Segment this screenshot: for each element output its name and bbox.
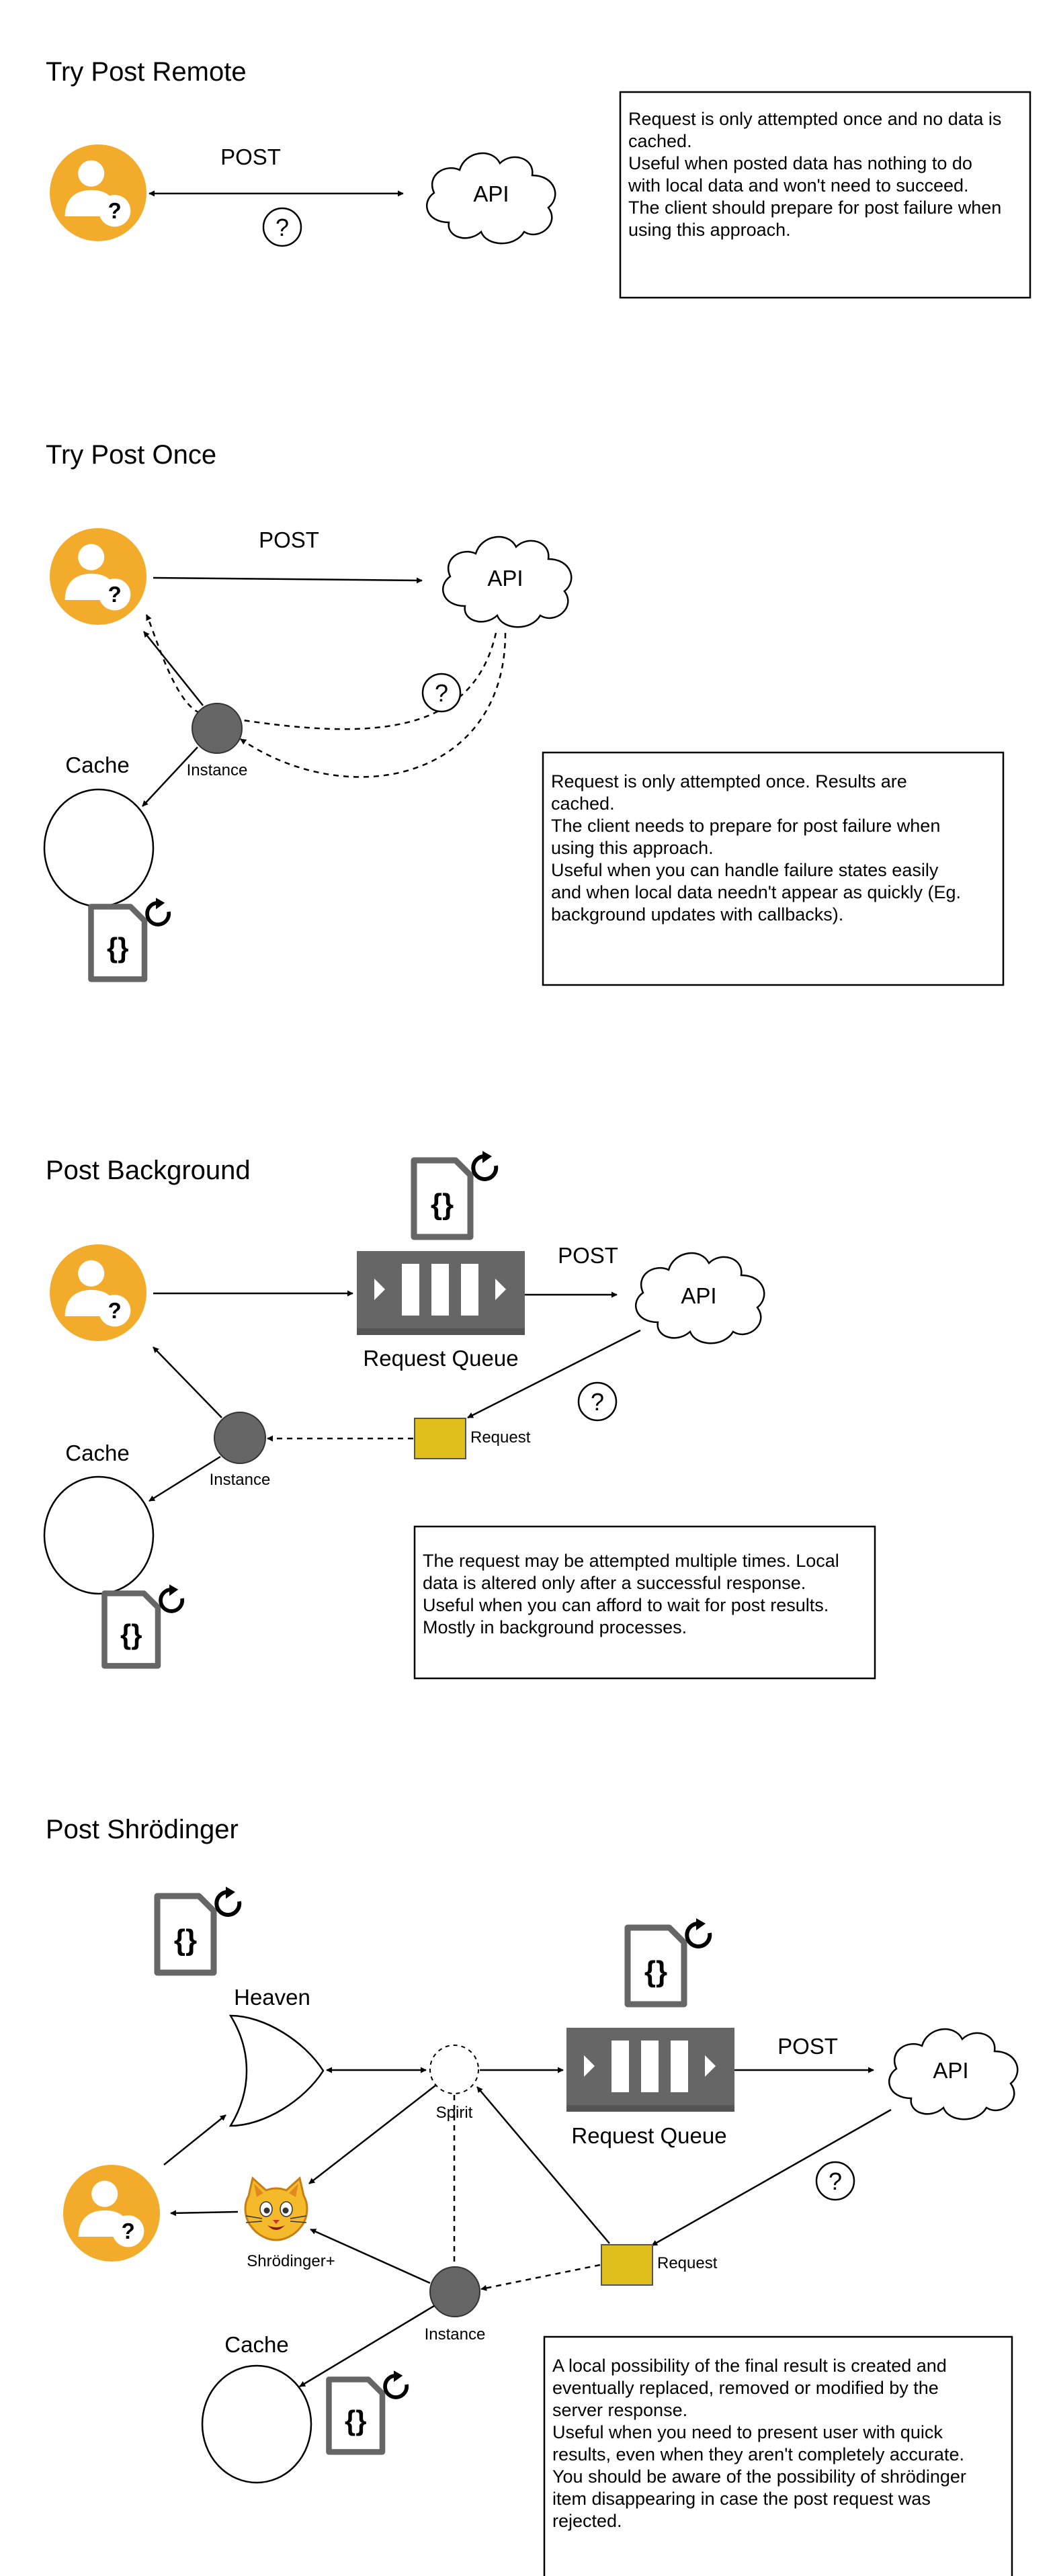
api-to-request-arrow <box>651 2108 892 2247</box>
cache-label: Cache <box>65 753 129 777</box>
cache-label: Cache <box>224 2332 288 2357</box>
api-to-request-arrow <box>467 1329 641 1419</box>
cache-circle <box>43 788 155 908</box>
question-circle <box>815 2161 855 2201</box>
json-document-refresh-icon <box>104 1584 182 1666</box>
instance-node <box>429 2266 480 2317</box>
post-label: POST <box>777 2034 838 2059</box>
queue-label: Request Queue <box>571 2123 726 2148</box>
post-arrow <box>153 576 423 584</box>
question-mark: ? <box>276 214 289 241</box>
instance-node <box>214 1412 266 1464</box>
question-mark: ? <box>591 1388 604 1416</box>
post-label: POST <box>558 1243 618 1268</box>
question-circle <box>262 207 302 247</box>
request-queue-icon <box>357 1251 525 1335</box>
cat-label: Shrödinger+ <box>247 2252 335 2270</box>
instance-to-cache-arrow <box>142 746 198 807</box>
api-label: API <box>487 566 523 591</box>
note-box <box>413 1525 876 1680</box>
request-to-spirit-arrow <box>476 2086 610 2244</box>
question-circle <box>577 1381 618 1422</box>
user-question-icon <box>50 1244 146 1341</box>
question-mark: ? <box>829 2167 842 2195</box>
heaven-label: Heaven <box>234 1985 310 2010</box>
section-post-shrodinger: Post Shrödinger Heaven Spirit Request Qu… <box>46 1815 1019 2576</box>
request-queue-icon <box>566 2028 734 2112</box>
user-question-icon <box>50 144 146 241</box>
api-label: API <box>681 1283 716 1308</box>
post-label: POST <box>220 144 281 169</box>
cat-face-icon <box>244 2177 308 2241</box>
instance-label: Instance <box>187 761 248 779</box>
api-label: API <box>933 2058 968 2083</box>
request-label: Request <box>657 2254 718 2272</box>
request-to-instance-dashed-arrow <box>480 2264 601 2291</box>
api-label: API <box>473 181 509 206</box>
section-try-post-remote: Try Post Remote POST ? API Request is on… <box>46 57 1031 299</box>
cache-response-dashed-arrow <box>240 632 507 778</box>
json-document-refresh-icon <box>91 898 169 979</box>
note-text: The request may be attempted multiple ti… <box>423 1551 844 1637</box>
user-to-heaven-arrow <box>163 2114 226 2165</box>
note-box <box>543 2335 1013 2576</box>
instance-label: Instance <box>425 2325 486 2344</box>
request-box <box>414 1418 466 1459</box>
heaven-shape <box>229 2014 325 2127</box>
user-question-icon <box>50 528 146 625</box>
note-text: Request is only attempted once. Results … <box>551 771 966 925</box>
note-box <box>542 751 1005 986</box>
question-circle <box>421 673 462 713</box>
json-document-refresh-icon <box>329 2370 407 2452</box>
instance-label: Instance <box>210 1471 271 1489</box>
instance-to-user-arrow <box>143 631 204 706</box>
json-document-refresh-icon <box>414 1151 496 1237</box>
note-text: Request is only attempted once and no da… <box>628 109 1007 240</box>
request-box <box>601 2244 653 2286</box>
request-label: Request <box>470 1428 531 1447</box>
instance-to-user-arrow <box>153 1346 222 1418</box>
json-document-refresh-icon <box>157 1887 239 1973</box>
instance-to-cache-arrow <box>149 1455 221 1502</box>
instance-to-cache-arrow <box>299 2305 435 2388</box>
note-box <box>619 91 1031 299</box>
json-document-refresh-icon <box>628 1918 710 2004</box>
section-title: Post Background <box>46 1156 251 1185</box>
spirit-node <box>429 2045 479 2094</box>
instance-node <box>192 703 243 754</box>
cache-circle <box>201 2364 312 2484</box>
cache-circle <box>43 1475 155 1595</box>
section-title: Try Post Remote <box>46 57 247 87</box>
user-question-icon <box>63 2165 160 2262</box>
section-title: Try Post Once <box>46 440 216 470</box>
section-try-post-once: Try Post Once POST API ? Instance Cache … <box>43 440 1005 986</box>
post-label: POST <box>259 527 319 552</box>
spirit-to-cat-arrow <box>308 2085 436 2184</box>
note-text: A local possibility of the final result … <box>552 2356 971 2531</box>
section-title: Post Shrödinger <box>46 1815 239 1844</box>
cache-label: Cache <box>65 1441 129 1465</box>
section-post-background: Post Background Request Queue POST API ?… <box>43 1151 876 1680</box>
instance-to-cat-arrow <box>310 2228 431 2284</box>
question-mark: ? <box>435 679 448 707</box>
queue-label: Request Queue <box>363 1346 518 1371</box>
cat-to-user-arrow <box>170 2210 239 2217</box>
